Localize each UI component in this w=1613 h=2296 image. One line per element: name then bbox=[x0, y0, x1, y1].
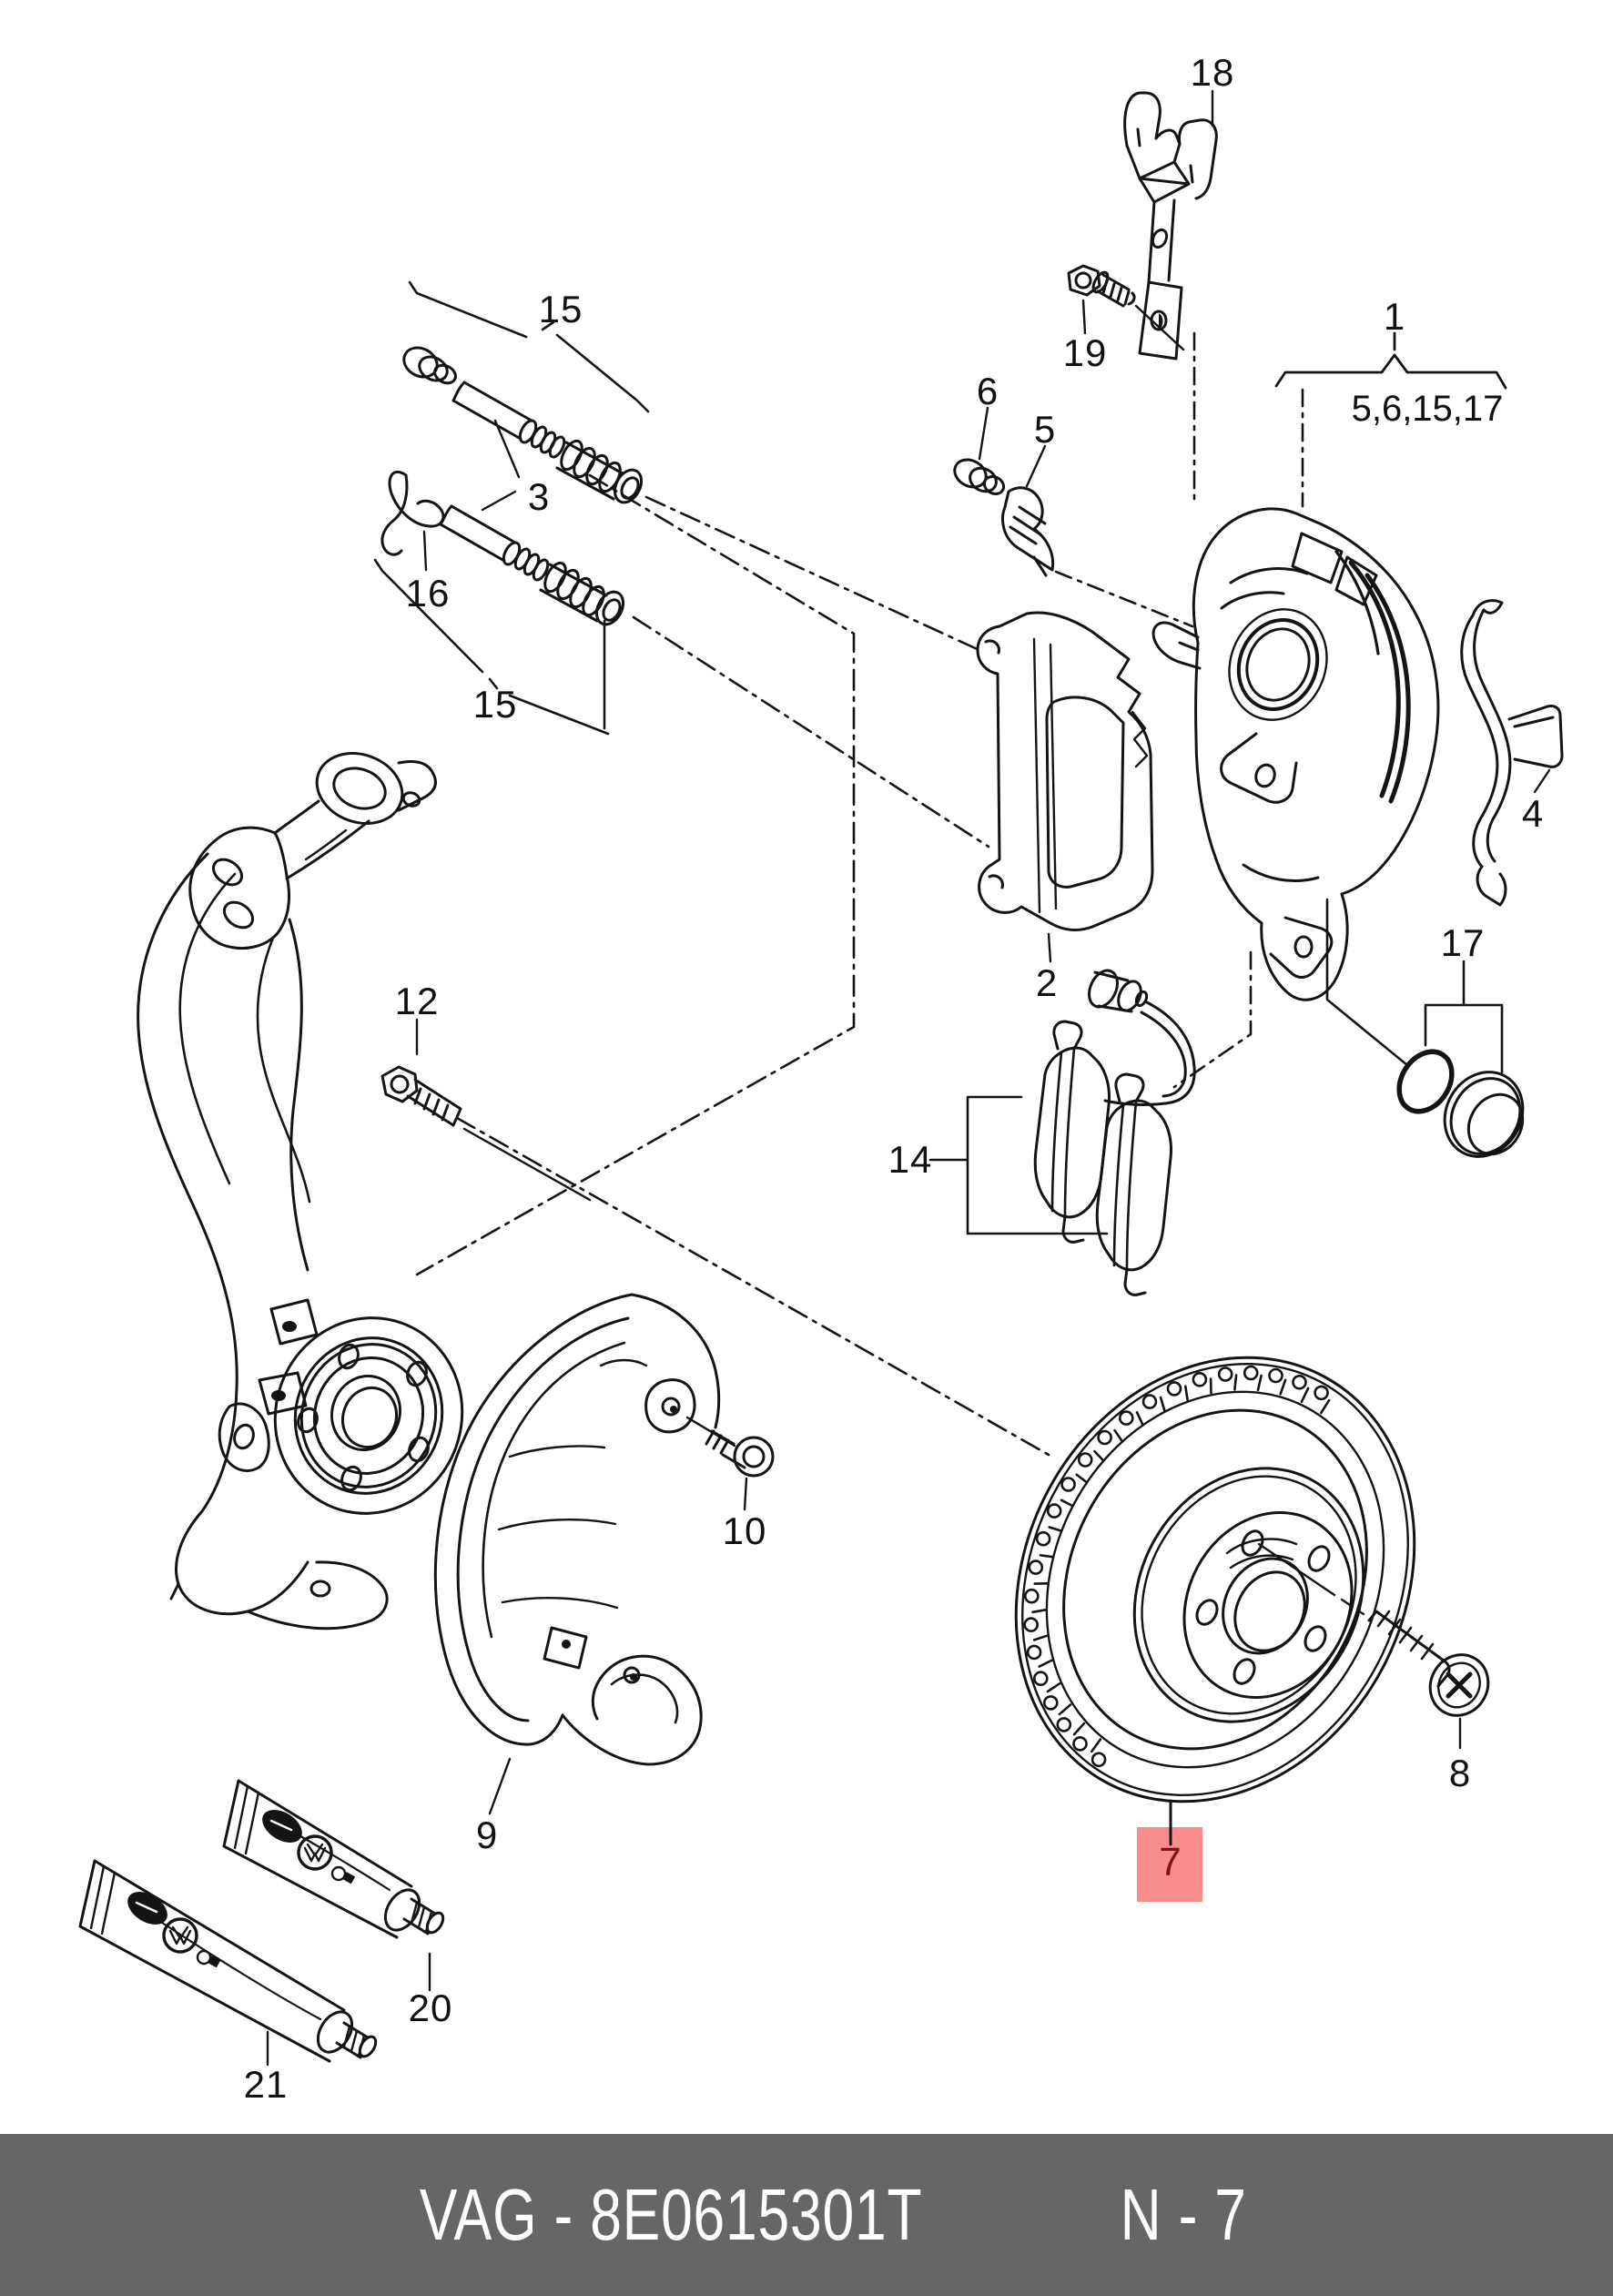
wheel-hub bbox=[273, 1316, 464, 1515]
guide-pin-upper-group bbox=[402, 280, 650, 512]
callout-17: 17 bbox=[1440, 921, 1486, 964]
callout-6: 6 bbox=[976, 370, 999, 412]
callout-19: 19 bbox=[1062, 331, 1108, 374]
disc-hat bbox=[1132, 1467, 1365, 1723]
callout-5: 5 bbox=[1033, 408, 1057, 451]
callout-3: 3 bbox=[527, 475, 551, 518]
guide-pin-lower-group bbox=[373, 470, 625, 736]
callout-20: 20 bbox=[408, 1986, 453, 2029]
bracket-bolt-19 bbox=[1067, 264, 1185, 351]
axis-lines bbox=[415, 331, 1409, 1457]
callout-21: 21 bbox=[243, 2063, 289, 2106]
callout-15-lower: 15 bbox=[472, 683, 518, 726]
steering-knuckle bbox=[137, 752, 464, 1631]
callout-8: 8 bbox=[1448, 1752, 1472, 1794]
caliper-housing bbox=[1151, 507, 1440, 1001]
brake-pads-14 bbox=[928, 1020, 1172, 1296]
vent-holes bbox=[1023, 1365, 1331, 1768]
callout-18: 18 bbox=[1190, 51, 1235, 94]
shield-bolt-10 bbox=[685, 1416, 775, 1511]
brake-disc-7 bbox=[1014, 1356, 1416, 1846]
callout-group-1: 5,6,15,17 bbox=[1351, 389, 1504, 429]
callout-15-upper: 15 bbox=[538, 288, 583, 330]
assembly-1-brace bbox=[1274, 331, 1507, 390]
callout-10: 10 bbox=[722, 1509, 767, 1552]
piston-seals-17 bbox=[1396, 960, 1525, 1158]
o-ring bbox=[1396, 1049, 1455, 1114]
callout-12: 12 bbox=[394, 980, 440, 1022]
wear-sensor bbox=[1088, 969, 1196, 1106]
grease-tube-20 bbox=[222, 1779, 445, 1992]
grease-tube-21 bbox=[78, 1859, 378, 2067]
bleeder-valve-5 bbox=[1001, 444, 1055, 577]
callout-7[interactable]: 7 bbox=[1159, 1840, 1182, 1885]
footer-page-code: N - 7 bbox=[1120, 2174, 1247, 2255]
callout-2: 2 bbox=[1035, 961, 1059, 1004]
callout-16: 16 bbox=[405, 572, 451, 615]
callout-4: 4 bbox=[1521, 792, 1545, 835]
disc-screw-8 bbox=[1367, 1610, 1490, 1750]
caliper-carrier-2 bbox=[976, 611, 1154, 963]
knuckle-bolt-12 bbox=[380, 1018, 592, 1202]
footer-banner: VAG - 8E0615301T N - 7 bbox=[0, 2134, 1613, 2296]
callout-14: 14 bbox=[888, 1138, 933, 1181]
vw-logo-icon bbox=[297, 1834, 333, 1871]
footer-catalog-code: VAG - 8E0615301T bbox=[419, 2174, 923, 2255]
splash-shield-9 bbox=[433, 1293, 721, 1815]
callout-9: 9 bbox=[475, 1813, 499, 1856]
bleeder-cap-6 bbox=[953, 406, 1006, 495]
vw-logo-icon bbox=[162, 1917, 198, 1954]
pad-retaining-spring-4 bbox=[1460, 599, 1564, 907]
callout-1: 1 bbox=[1383, 295, 1406, 338]
retaining-bracket-18 bbox=[1123, 89, 1218, 361]
